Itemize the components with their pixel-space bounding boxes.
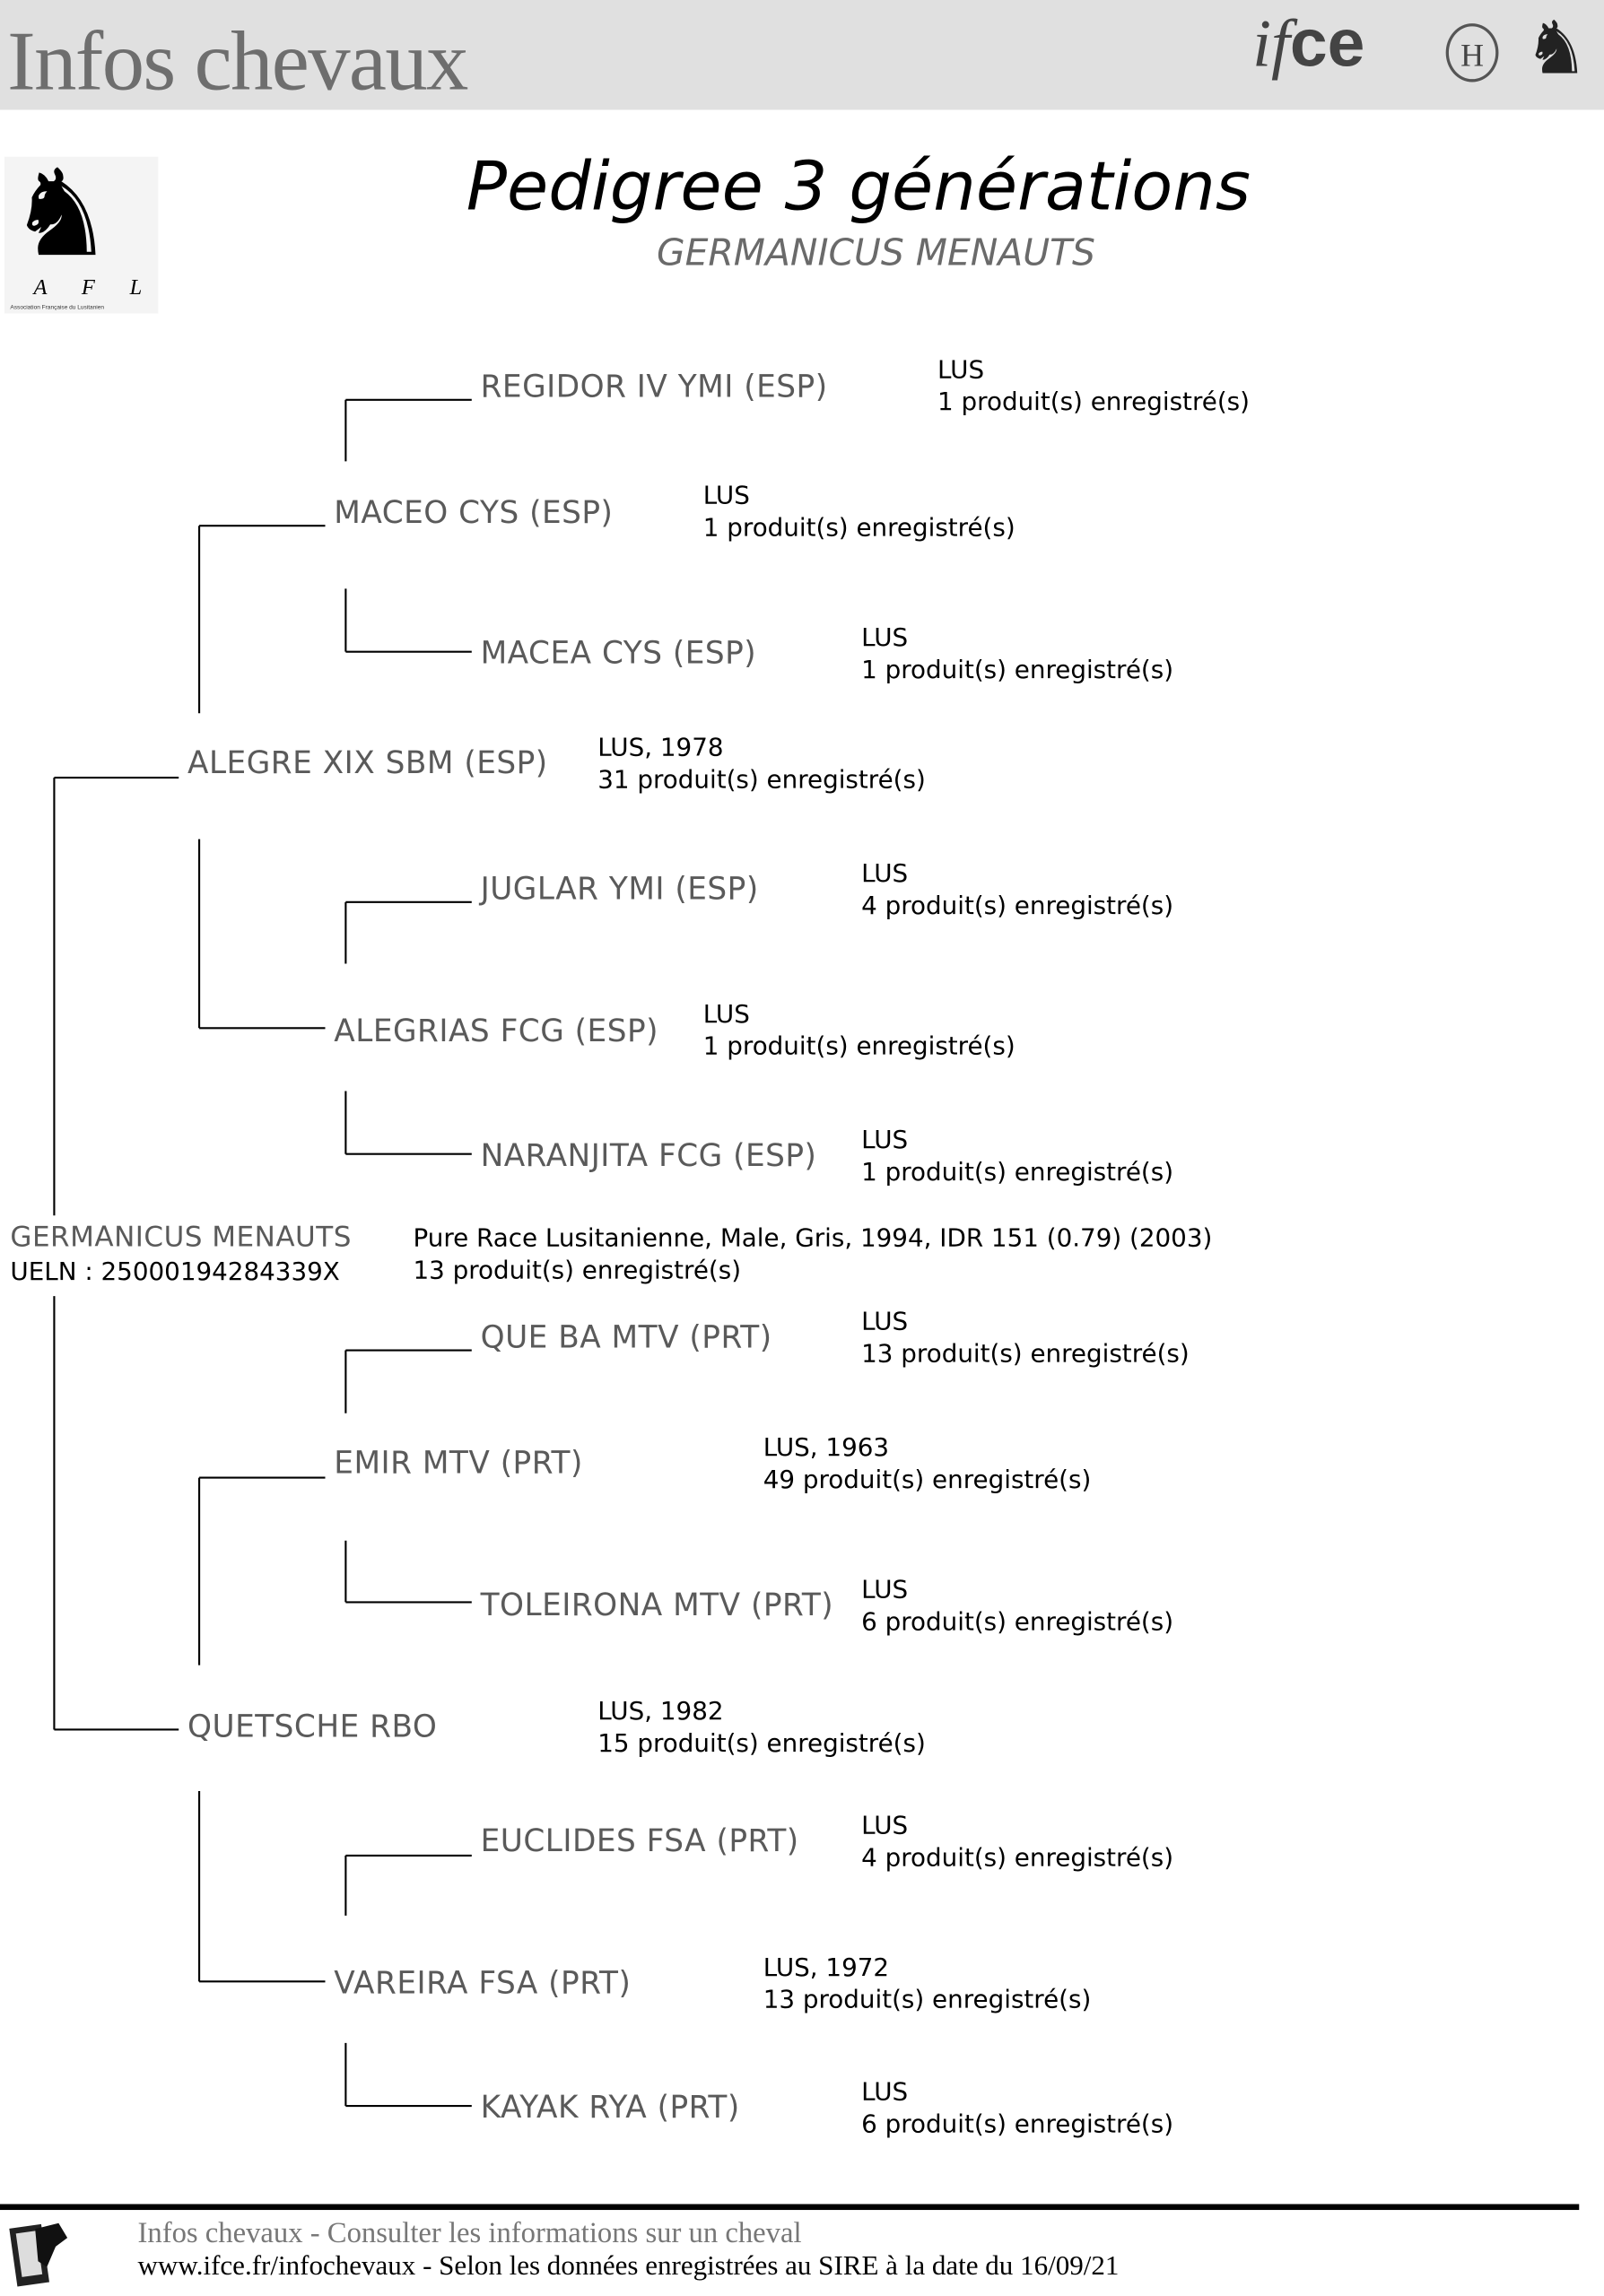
ancestor-name[interactable]: EUCLIDES FSA (PRT) — [480, 1822, 799, 1859]
afl-logo: ♞ A F L Association Française du Lusitan… — [4, 145, 159, 314]
ancestor-info1: LUS — [861, 859, 909, 890]
ancestor-name[interactable]: EMIR MTV (PRT) — [334, 1445, 583, 1481]
ancestor-info2: 13 produit(s) enregistré(s) — [861, 1340, 1190, 1370]
ancestor-info2: 15 produit(s) enregistré(s) — [597, 1729, 926, 1760]
ancestor-info1: LUS, 1978 — [597, 734, 724, 763]
ancestor-info1: LUS — [861, 1126, 909, 1156]
subject-info-line1: Pure Race Lusitanienne, Male, Gris, 1994… — [413, 1224, 1213, 1254]
ancestor-name[interactable]: VAREIRA FSA (PRT) — [334, 1965, 632, 2001]
ancestor-name[interactable]: ALEGRE XIX SBM (ESP) — [187, 745, 548, 781]
horse-silhouette-icon: ♞ — [7, 144, 116, 284]
footer-line1: Infos chevaux - Consulter les informatio… — [137, 2217, 802, 2250]
ancestor-info1: LUS — [861, 1308, 909, 1337]
ancestor-info1: LUS — [861, 623, 909, 654]
ancestor-info2: 1 produit(s) enregistré(s) — [861, 1158, 1174, 1188]
header-bar — [0, 0, 1604, 110]
subject-name: GERMANICUS MENAUTS — [10, 1221, 352, 1254]
ancestor-info2: 1 produit(s) enregistré(s) — [861, 656, 1174, 686]
ancestor-name[interactable]: JUGLAR YMI (ESP) — [480, 871, 759, 907]
ancestor-info1: LUS — [937, 355, 985, 386]
ancestor-info2: 13 produit(s) enregistré(s) — [763, 1986, 1092, 2015]
ancestor-info1: LUS, 1963 — [763, 1433, 890, 1464]
ifce-logo: ifce — [1252, 4, 1365, 81]
subject-ueln: UELN : 25000194284339X — [10, 1257, 340, 1288]
ancestor-name[interactable]: NARANJITA FCG (ESP) — [480, 1137, 817, 1173]
ancestor-name[interactable]: QUE BA MTV (PRT) — [480, 1319, 772, 1355]
ancestor-info2: 6 produit(s) enregistré(s) — [861, 2110, 1174, 2140]
footer-line2[interactable]: www.ifce.fr/infochevaux - Selon les donn… — [137, 2250, 1120, 2283]
ancestor-info2: 4 produit(s) enregistré(s) — [861, 891, 1174, 922]
horse-tablet-icon — [9, 2222, 68, 2287]
subject-info-line2: 13 produit(s) enregistré(s) — [413, 1257, 742, 1286]
ancestor-info1: LUS — [861, 1811, 909, 1841]
ancestor-name[interactable]: KAYAK RYA (PRT) — [480, 2090, 740, 2126]
ancestor-name[interactable]: TOLEIRONA MTV (PRT) — [480, 1587, 834, 1623]
ancestor-name[interactable]: QUETSCHE RBO — [187, 1709, 438, 1744]
ancestor-info2: 1 produit(s) enregistré(s) — [702, 1032, 1016, 1062]
horse-name-subtitle: GERMANICUS MENAUTS — [656, 230, 1095, 274]
ancestor-info2: 1 produit(s) enregistré(s) — [937, 387, 1250, 418]
ancestor-info1: LUS — [702, 1000, 750, 1030]
haras-crest-icon: H — [1445, 23, 1499, 83]
afl-subtitle: Association Française du Lusitanien — [10, 303, 105, 311]
site-title: Infos chevaux — [7, 13, 468, 109]
ancestor-info1: LUS — [861, 2078, 909, 2108]
ancestor-info2: 4 produit(s) enregistré(s) — [861, 1843, 1174, 1874]
ancestor-info2: 49 produit(s) enregistré(s) — [763, 1465, 1092, 1496]
afl-letters: A F L — [33, 276, 157, 300]
ancestor-info1: LUS — [861, 1576, 909, 1605]
ancestor-info1: LUS — [702, 482, 750, 511]
footer-divider — [0, 2204, 1580, 2211]
rearing-horse-icon: ♞ — [1523, 5, 1590, 91]
ancestor-name[interactable]: REGIDOR IV YMI (ESP) — [480, 369, 828, 404]
page-title: Pedigree 3 générations — [466, 146, 1251, 226]
ancestor-info1: LUS, 1982 — [597, 1697, 724, 1727]
ancestor-name[interactable]: MACEA CYS (ESP) — [480, 635, 757, 671]
ancestor-name[interactable]: MACEO CYS (ESP) — [334, 494, 614, 531]
ancestor-info2: 31 produit(s) enregistré(s) — [597, 766, 926, 796]
ancestor-info2: 6 produit(s) enregistré(s) — [861, 1607, 1174, 1638]
ancestor-name[interactable]: ALEGRIAS FCG (ESP) — [334, 1013, 659, 1049]
ancestor-info1: LUS, 1972 — [763, 1953, 890, 1983]
ancestor-info2: 1 produit(s) enregistré(s) — [702, 514, 1016, 544]
